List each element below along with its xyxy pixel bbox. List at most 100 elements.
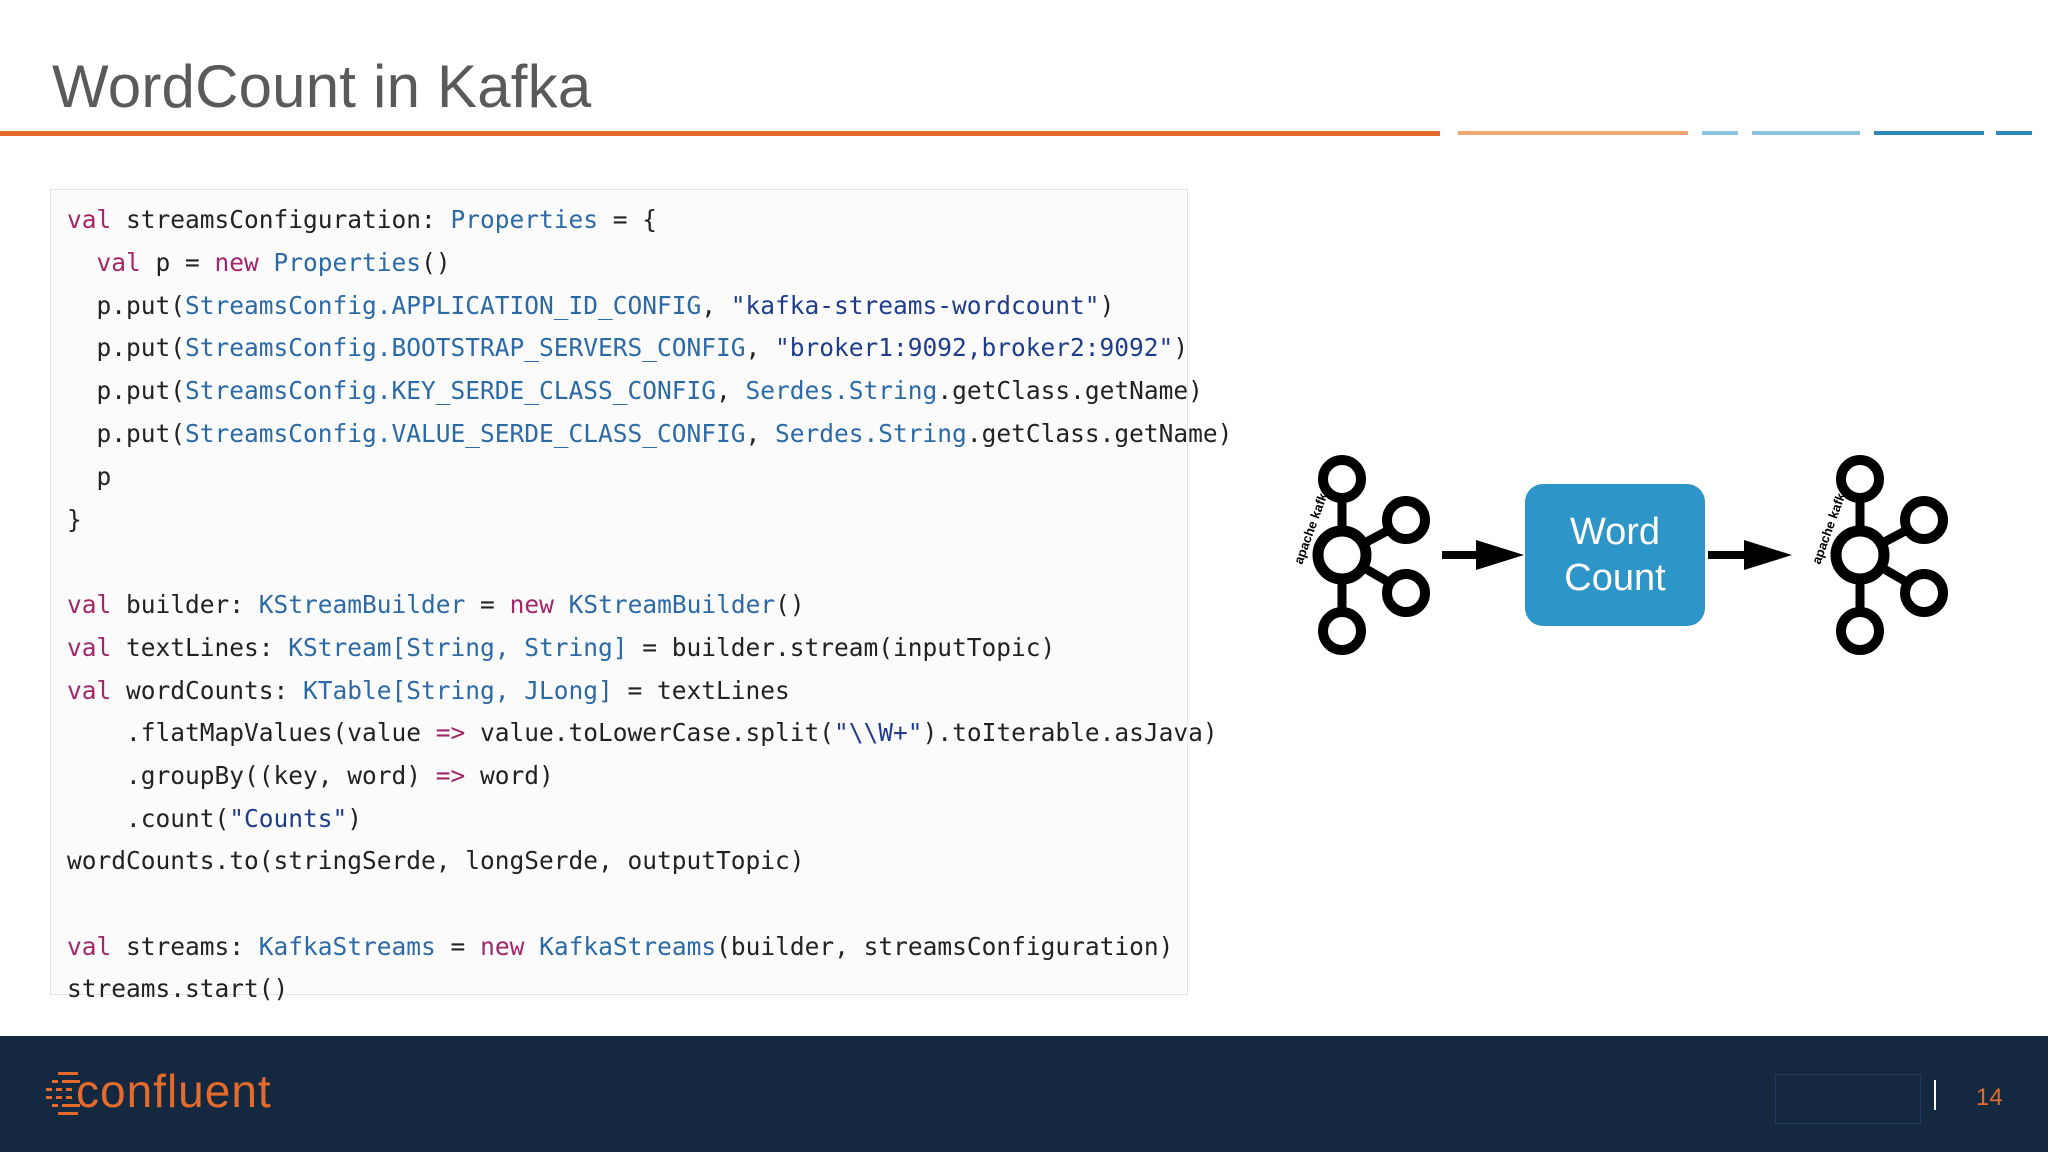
code-token: KStreamBuilder xyxy=(568,590,776,619)
code-token: () xyxy=(421,248,451,277)
code-token: streamsConfiguration: xyxy=(126,205,451,234)
confluent-logo-text: confluent xyxy=(76,1065,272,1117)
code-token: = xyxy=(465,590,510,619)
code-token: "Counts" xyxy=(229,804,348,833)
code-token: = textLines xyxy=(612,676,790,705)
code-token: wordCounts: xyxy=(126,676,304,705)
arrow-right-1 xyxy=(1442,540,1524,570)
code-line: streams.start() xyxy=(67,973,288,1005)
footer-separator xyxy=(1934,1080,1936,1110)
code-token: streams: xyxy=(126,932,259,961)
code-token: word) xyxy=(465,761,554,790)
code-token: = xyxy=(435,932,481,961)
code-token: "kafka-streams-wordcount" xyxy=(730,291,1100,320)
kafka-logo-left: apache kafka xyxy=(1291,455,1430,655)
code-token: new xyxy=(509,590,569,619)
code-token: = builder.stream(inputTopic) xyxy=(627,633,1056,662)
page-number: 14 xyxy=(1976,1084,2003,1111)
code-block: val streamsConfiguration: Properties = {… xyxy=(50,189,1232,1003)
code-token: new xyxy=(214,248,274,277)
code-token: => xyxy=(435,761,466,790)
code-line: p.put(StreamsConfig.BOOTSTRAP_SERVERS_CO… xyxy=(67,332,1189,364)
code-token: = { xyxy=(598,205,658,234)
code-line: p xyxy=(67,461,112,493)
word-count-line1: Word xyxy=(1569,511,1661,553)
code-token: StreamsConfig.APPLICATION_ID_CONFIG xyxy=(185,291,702,320)
header-rule-blue-2 xyxy=(1996,131,2032,135)
code-line: .flatMapValues(value => value.toLowerCas… xyxy=(67,717,1218,749)
code-token: Serdes.String xyxy=(745,376,938,405)
code-line: p.put(StreamsConfig.APPLICATION_ID_CONFI… xyxy=(67,290,1115,322)
arrow-right-2 xyxy=(1708,540,1792,570)
code-token: builder: xyxy=(126,590,259,619)
code-token: p = xyxy=(155,248,215,277)
code-token: , xyxy=(745,419,776,448)
code-token: } xyxy=(67,505,82,534)
header-rule-orange xyxy=(0,131,1440,136)
code-token: StreamsConfig.KEY_SERDE_CLASS_CONFIG xyxy=(185,376,717,405)
code-token: .groupBy((key, word) xyxy=(67,761,436,790)
code-token: p xyxy=(67,462,112,491)
code-line: wordCounts.to(stringSerde, longSerde, ou… xyxy=(67,845,805,877)
code-line: } xyxy=(67,504,82,536)
code-token: Properties xyxy=(450,205,599,234)
code-token: val xyxy=(67,590,127,619)
code-line: val p = new Properties() xyxy=(67,247,451,279)
code-token: val xyxy=(67,633,127,662)
code-line: val textLines: KStream[String, String] =… xyxy=(67,632,1055,664)
code-token: KTable[String, JLong] xyxy=(303,676,613,705)
code-token: ) xyxy=(347,804,363,833)
code-token: val xyxy=(67,676,127,705)
footer-bar xyxy=(0,1036,2048,1152)
wordcount-diagram: apache kafka apache kafka xyxy=(1291,455,1948,655)
code-token: => xyxy=(435,718,466,747)
slide-title: WordCount in Kafka xyxy=(52,53,592,120)
code-token: ) xyxy=(1099,291,1115,320)
code-token: .getClass.getName) xyxy=(966,419,1233,448)
code-token: , xyxy=(701,291,731,320)
header-rule-orange-light xyxy=(1458,131,1688,135)
code-token: KafkaStreams xyxy=(258,932,436,961)
code-token: KStream[String, String] xyxy=(288,633,628,662)
code-token: () xyxy=(775,590,805,619)
code-token: value.toLowerCase.split( xyxy=(465,718,835,747)
footer-placeholder-box xyxy=(1775,1074,1921,1124)
code-token: StreamsConfig.VALUE_SERDE_CLASS_CONFIG xyxy=(185,419,746,448)
code-token: .flatMapValues(value xyxy=(67,718,436,747)
code-token: p.put( xyxy=(67,291,186,320)
code-token: ).toIterable.asJava) xyxy=(922,718,1218,747)
code-token: p.put( xyxy=(67,419,186,448)
code-line: val builder: KStreamBuilder = new KStrea… xyxy=(67,589,805,621)
kafka-logo-right: apache kafka xyxy=(1809,455,1948,655)
code-token: val xyxy=(67,205,127,234)
code-token: .getClass.getName) xyxy=(937,376,1203,405)
code-line: val streamsConfiguration: Properties = { xyxy=(67,204,657,236)
code-token: "\\W+" xyxy=(834,718,923,747)
code-line: p.put(StreamsConfig.VALUE_SERDE_CLASS_CO… xyxy=(67,418,1233,450)
code-token: KStreamBuilder xyxy=(258,590,466,619)
code-token: new xyxy=(480,932,540,961)
code-line: val streams: KafkaStreams = new KafkaStr… xyxy=(67,931,1173,963)
code-token: p.put( xyxy=(67,333,186,362)
code-token: p.put( xyxy=(67,376,186,405)
word-count-line2: Count xyxy=(1564,557,1666,599)
code-token: KafkaStreams xyxy=(539,932,717,961)
code-token: StreamsConfig.BOOTSTRAP_SERVERS_CONFIG xyxy=(185,333,746,362)
header-rule-blue-light-1 xyxy=(1702,131,1738,135)
code-token: textLines: xyxy=(126,633,289,662)
code-token: val xyxy=(67,248,156,277)
code-token: , xyxy=(716,376,746,405)
code-token: , xyxy=(745,333,776,362)
code-token: ) xyxy=(1173,333,1189,362)
code-line: val wordCounts: KTable[String, JLong] = … xyxy=(67,675,790,707)
word-count-box: Word Count xyxy=(1525,484,1705,626)
code-token: (builder, streamsConfiguration) xyxy=(716,932,1174,961)
code-token: val xyxy=(67,932,127,961)
code-line: .count("Counts") xyxy=(67,803,362,835)
code-token: Serdes.String xyxy=(775,419,967,448)
code-token: "broker1:9092,broker2:9092" xyxy=(775,333,1174,362)
code-line: p.put(StreamsConfig.KEY_SERDE_CLASS_CONF… xyxy=(67,375,1203,407)
header-rule-blue-1 xyxy=(1874,131,1984,135)
confluent-logo-mark xyxy=(46,1072,80,1115)
code-token: wordCounts.to(stringSerde, longSerde, ou… xyxy=(67,846,805,875)
